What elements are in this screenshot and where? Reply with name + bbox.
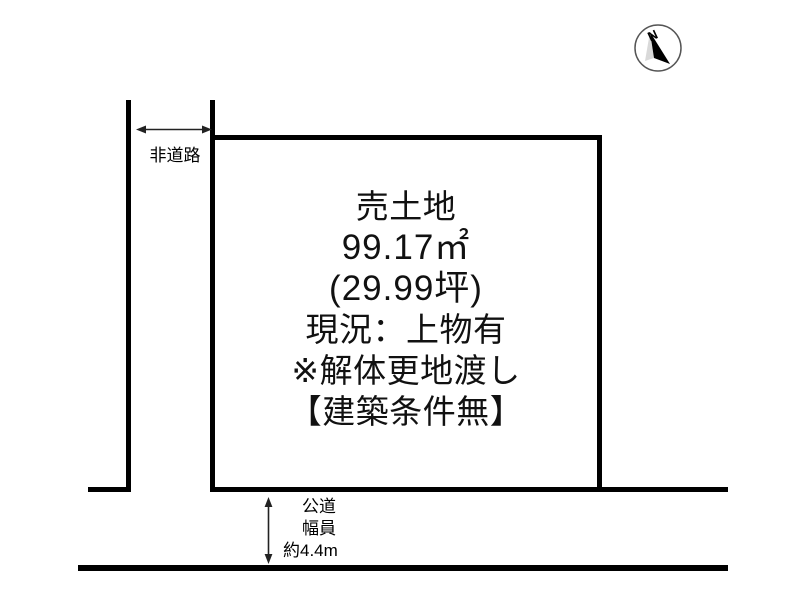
parcel-building-condition-note: 【建築条件無】 bbox=[288, 393, 524, 430]
parcel-area-sqm: 99.17㎡ bbox=[341, 228, 471, 267]
vertical-double-arrow bbox=[264, 497, 273, 564]
parcel-demolition-note: ※解体更地渡し bbox=[291, 352, 521, 389]
non-road-label: 非道路 bbox=[149, 146, 201, 165]
horizontal-double-arrow bbox=[136, 125, 212, 134]
public-road-label-line2: 幅員 bbox=[302, 519, 336, 538]
parcel-info-block: 売土地 99.17㎡ (29.99坪) 現況：上物有 ※解体更地渡し 【建築条件… bbox=[212, 186, 600, 432]
public-road-label-block: 公道 幅員 約4.4m bbox=[283, 496, 338, 562]
public-road-label-line1: 公道 bbox=[302, 497, 336, 516]
parcel-heading: 売土地 bbox=[355, 188, 457, 225]
parcel-area-tsubo: (29.99坪) bbox=[329, 269, 483, 308]
compass-north-icon bbox=[634, 24, 682, 72]
public-road-width-value: 約4.4m bbox=[283, 541, 338, 560]
parcel-condition: 現況：上物有 bbox=[305, 311, 507, 348]
